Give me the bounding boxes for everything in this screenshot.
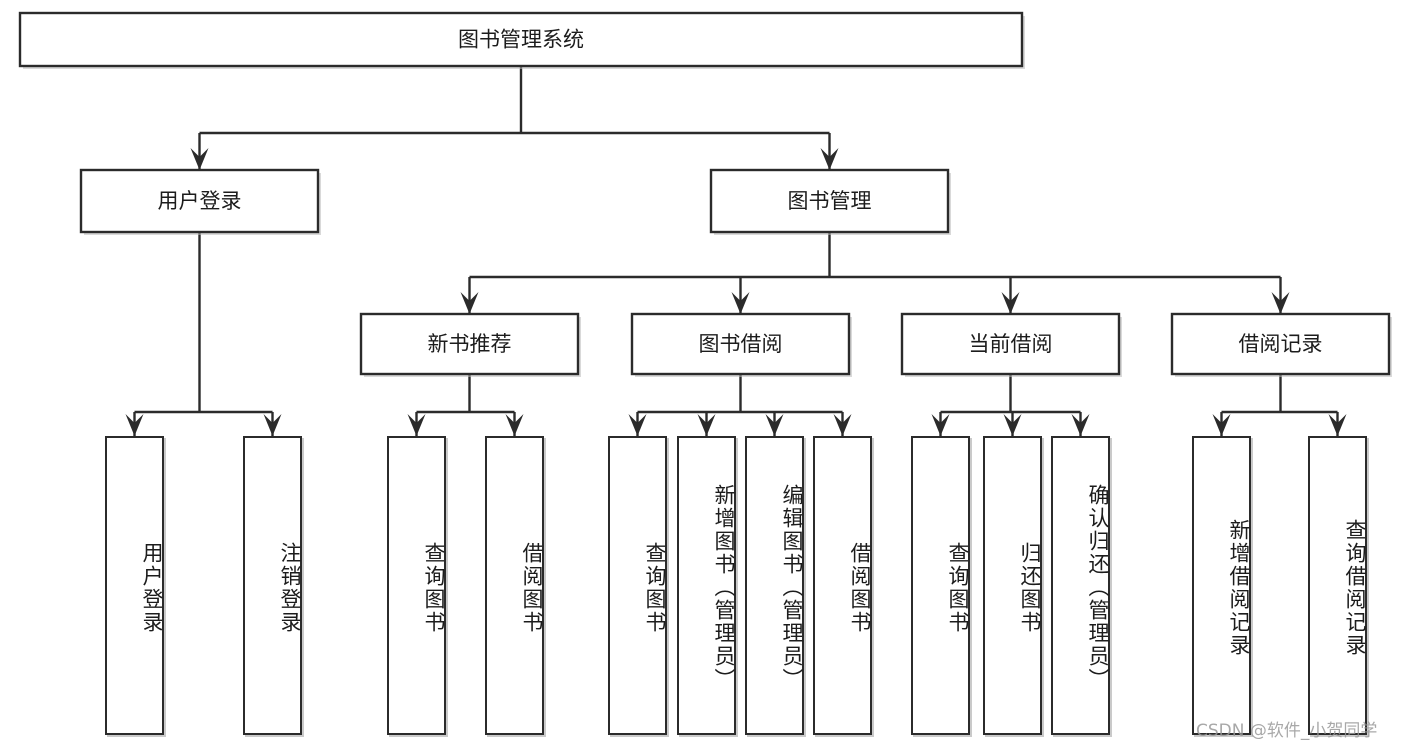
node-level3-book-borrow[interactable]: [630, 312, 851, 376]
bookmanage-to-level3-arrow-2: [1001, 292, 1020, 314]
root-to-level2-arrow-1: [820, 148, 839, 170]
node-leaf-leaf-query-book-rec[interactable]: [387, 436, 446, 735]
node-level3-new-book-recommend-label: 新书推荐: [428, 332, 512, 356]
node-level2-book-manage-label: 图书管理: [788, 189, 872, 213]
node-root[interactable]: [18, 11, 1024, 68]
node-leaf-leaf-query-record[interactable]: [1308, 436, 1367, 735]
node-level3-new-book-recommend[interactable]: [359, 312, 580, 376]
bookmanage-to-level3-arrow-0: [460, 292, 479, 314]
node-level3-current-borrow[interactable]: [900, 312, 1121, 376]
node-level3-borrow-record-label: 借阅记录: [1239, 332, 1323, 356]
node-level3-current-borrow-label: 当前借阅: [969, 332, 1053, 356]
csdn-watermark: CSDN @软件_小贺同学: [1196, 721, 1378, 741]
borrow-record-to-leaves-arrow-1: [1328, 414, 1347, 436]
current-borrow-to-leaves-arrow-1: [1003, 414, 1022, 436]
node-leaf-leaf-user-login[interactable]: [105, 436, 164, 735]
borrow-record-to-leaves-arrow-0: [1212, 414, 1231, 436]
book-borrow-to-leaves-arrow-1: [697, 414, 716, 436]
node-leaf-leaf-query-book-current[interactable]: [911, 436, 970, 735]
node-leaf-leaf-add-record[interactable]: [1192, 436, 1251, 735]
node-leaf-leaf-borrow-book-rec[interactable]: [485, 436, 544, 735]
node-leaf-leaf-logout[interactable]: [243, 436, 302, 735]
user-login-to-leaves-arrow-0: [125, 414, 144, 436]
bookmanage-to-level3-arrow-3: [1271, 292, 1290, 314]
new-book-recommend-to-leaves-arrow-0: [407, 414, 426, 436]
node-level2-book-manage[interactable]: [709, 168, 950, 234]
node-level2-user-login[interactable]: [79, 168, 320, 234]
book-borrow-to-leaves-arrow-3: [833, 414, 852, 436]
node-level3-book-borrow-label: 图书借阅: [699, 332, 783, 356]
node-leaf-leaf-edit-book[interactable]: [745, 436, 804, 735]
boxes-layer: [18, 11, 1392, 377]
root-to-level2-arrow-0: [190, 148, 209, 170]
book-borrow-to-leaves-arrow-0: [628, 414, 647, 436]
node-leaf-leaf-borrow-book[interactable]: [813, 436, 872, 735]
node-leaf-leaf-add-book[interactable]: [677, 436, 736, 735]
edges-layer: [125, 66, 1347, 436]
node-leaf-leaf-return-book[interactable]: [983, 436, 1042, 735]
bookmanage-to-level3-arrow-1: [731, 292, 750, 314]
current-borrow-to-leaves-arrow-2: [1071, 414, 1090, 436]
node-leaf-leaf-confirm-return[interactable]: [1051, 436, 1110, 735]
user-login-to-leaves-arrow-1: [263, 414, 282, 436]
node-root-label: 图书管理系统: [458, 28, 584, 52]
node-level2-user-login-label: 用户登录: [158, 189, 242, 213]
node-level3-borrow-record[interactable]: [1170, 312, 1391, 376]
book-borrow-to-leaves-arrow-2: [765, 414, 784, 436]
new-book-recommend-to-leaves-arrow-1: [505, 414, 524, 436]
current-borrow-to-leaves-arrow-0: [931, 414, 950, 436]
node-leaf-leaf-query-book-borrow[interactable]: [608, 436, 667, 735]
